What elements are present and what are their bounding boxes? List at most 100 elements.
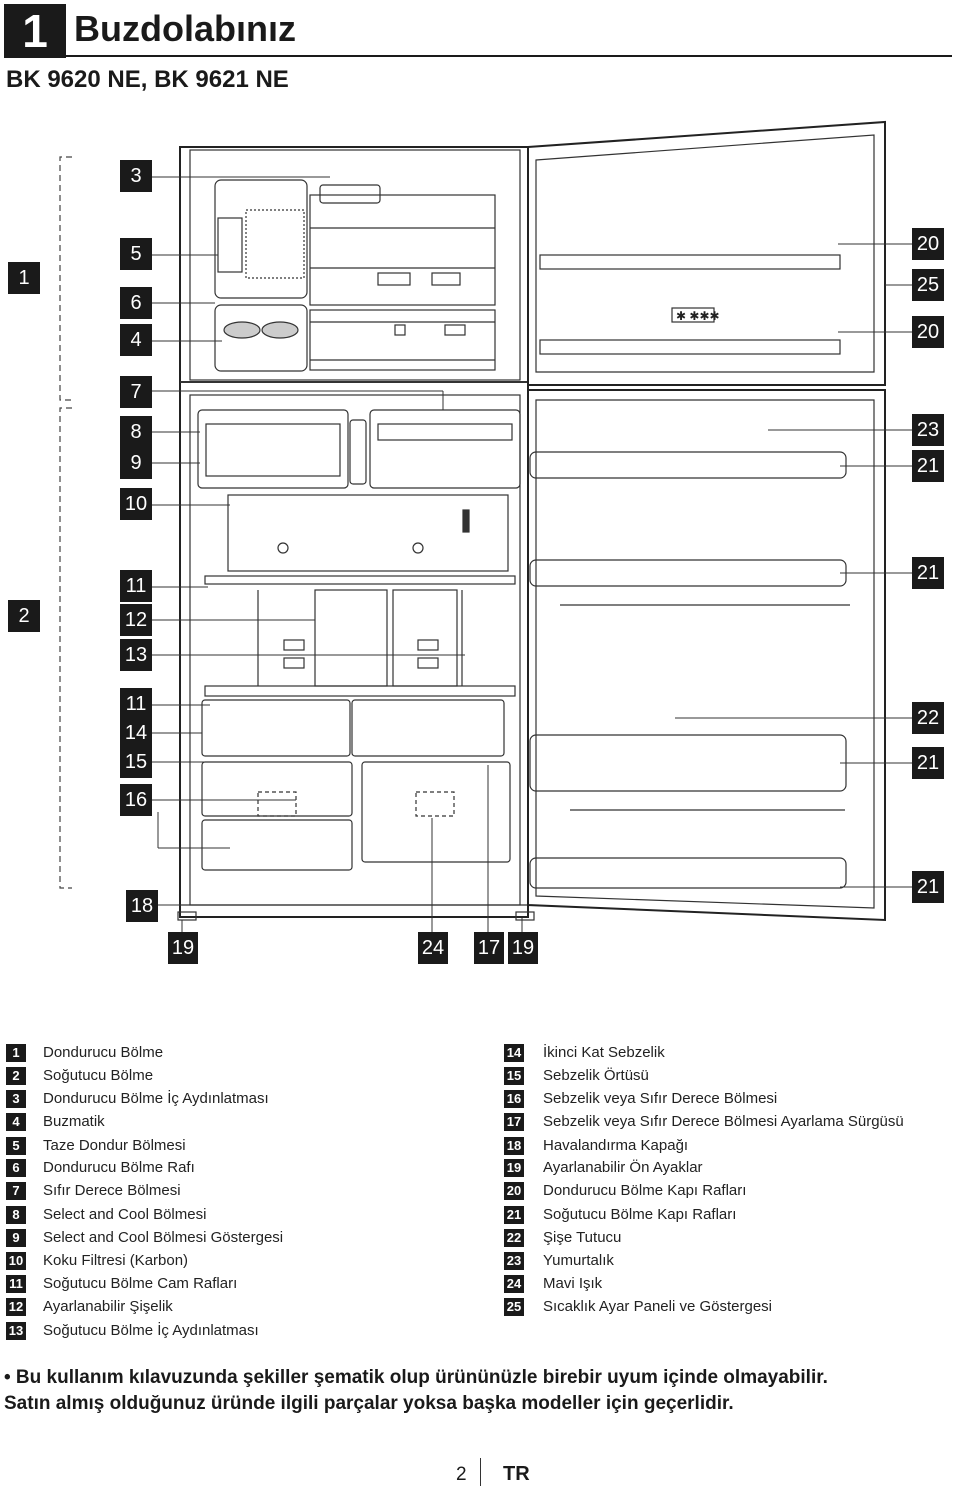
legend-num: 20: [504, 1182, 524, 1200]
legend-label: Taze Dondur Bölmesi: [43, 1137, 186, 1154]
legend-num: 15: [504, 1067, 524, 1085]
schematic-note-line2: Satın almış olduğunuz üründe ilgili parç…: [4, 1393, 734, 1414]
legend-label: Soğutucu Bölme Cam Rafları: [43, 1275, 238, 1292]
temperature-panel: [671, 307, 715, 323]
callout-22: 22: [912, 702, 944, 734]
legend-label: Select and Cool Bölmesi Göstergesi: [43, 1229, 284, 1246]
callout-11b: 11: [120, 688, 152, 720]
legend-label: Sıfır Derece Bölmesi: [43, 1182, 181, 1199]
callout-4: 4: [120, 324, 152, 356]
callout-16: 16: [120, 784, 152, 816]
legend-num: 12: [6, 1298, 26, 1316]
callout-5: 5: [120, 238, 152, 270]
callout-19a: 19: [168, 932, 198, 964]
legend-num: 16: [504, 1090, 524, 1108]
legend-label: Soğutucu Bölme: [43, 1067, 154, 1084]
callout-17: 17: [474, 932, 504, 964]
legend-num: 2: [6, 1067, 26, 1085]
callout-14: 14: [120, 717, 152, 749]
legend-label: Sebzelik veya Sıfır Derece Bölmesi Ayarl…: [543, 1113, 904, 1130]
legend-label: Soğutucu Bölme İç Aydınlatması: [43, 1322, 259, 1339]
legend-num: 10: [6, 1252, 26, 1270]
legend-label: Sıcaklık Ayar Paneli ve Göstergesi: [543, 1298, 772, 1315]
legend-num: 24: [504, 1275, 524, 1293]
callout-21b: 21: [912, 557, 944, 589]
legend-label: Select and Cool Bölmesi: [43, 1206, 207, 1223]
footer-divider: [480, 1458, 481, 1486]
freezer-interior: [214, 179, 496, 372]
callout-11a: 11: [120, 570, 152, 602]
legend-num: 1: [6, 1044, 26, 1062]
legend-num: 13: [6, 1322, 26, 1340]
callout-12: 12: [120, 604, 152, 636]
legend-label: Ayarlanabilir Ön Ayaklar: [543, 1159, 703, 1176]
legend-num: 11: [6, 1275, 26, 1293]
legend-label: Buzmatik: [43, 1113, 105, 1130]
legend-num: 6: [6, 1159, 26, 1177]
legend-label: Ayarlanabilir Şişelik: [43, 1298, 173, 1315]
legend-num: 22: [504, 1229, 524, 1247]
callout-6: 6: [120, 287, 152, 319]
callout-20b: 20: [912, 316, 944, 348]
legend-label: Sebzelik veya Sıfır Derece Bölmesi: [543, 1090, 778, 1107]
page-title: Buzdolabınız: [74, 8, 296, 49]
language-code: TR: [503, 1463, 530, 1485]
callout-8: 8: [120, 416, 152, 448]
legend-label: Dondurucu Bölme Kapı Rafları: [543, 1182, 747, 1199]
svg-text:✱ ✱✱✱: ✱ ✱✱✱: [676, 309, 720, 323]
callout-21d: 21: [912, 871, 944, 903]
legend-num: 17: [504, 1113, 524, 1131]
callout-9: 9: [120, 447, 152, 479]
fridge-interior: [177, 409, 535, 921]
legend-num: 3: [6, 1090, 26, 1108]
legend-label: Soğutucu Bölme Kapı Rafları: [543, 1206, 737, 1223]
callout-21a: 21: [912, 450, 944, 482]
callout-10: 10: [120, 488, 152, 520]
callout-18: 18: [126, 890, 158, 922]
callout-25: 25: [912, 269, 944, 301]
callout-15: 15: [120, 746, 152, 778]
legend-label: Havalandırma Kapağı: [543, 1137, 689, 1154]
callout-13: 13: [120, 639, 152, 671]
page-number: 2: [456, 1464, 467, 1485]
leader-lines: [148, 176, 912, 935]
legend-num: 8: [6, 1206, 26, 1224]
legend-num: 21: [504, 1206, 524, 1224]
legend-num: 5: [6, 1137, 26, 1155]
legend-label: Dondurucu Bölme: [43, 1044, 164, 1061]
legend-num: 14: [504, 1044, 524, 1062]
callout-7: 7: [120, 376, 152, 408]
legend-num: 9: [6, 1229, 26, 1247]
legend-num: 25: [504, 1298, 524, 1316]
schematic-note: • Bu kullanım kılavuzunda şekiller şemat…: [4, 1367, 828, 1388]
callout-1: 1: [8, 262, 40, 294]
fridge-door: [527, 389, 886, 922]
legend-num: 19: [504, 1159, 524, 1177]
freezer-door: ✱ ✱✱✱: [527, 120, 886, 386]
legend-label: Dondurucu Bölme İç Aydınlatması: [43, 1090, 269, 1107]
callout-3: 3: [120, 160, 152, 192]
callout-2: 2: [8, 600, 40, 632]
legend-num: 7: [6, 1182, 26, 1200]
callout-24: 24: [418, 932, 448, 964]
callout-20a: 20: [912, 228, 944, 260]
legend-label: Koku Filtresi (Karbon): [43, 1252, 189, 1269]
callout-21c: 21: [912, 747, 944, 779]
legend-num: 4: [6, 1113, 26, 1131]
legend-label: Şişe Tutucu: [543, 1229, 622, 1246]
legend-label: Yumurtalık: [543, 1252, 614, 1269]
model-names: BK 9620 NE, BK 9621 NE: [6, 66, 289, 93]
legend-num: 18: [504, 1137, 524, 1155]
callout-23: 23: [912, 414, 944, 446]
legend-label: Dondurucu Bölme Rafı: [43, 1159, 195, 1176]
legend-label: Sebzelik Örtüsü: [543, 1067, 649, 1084]
compartment-brackets: [59, 156, 72, 889]
section-number: 1: [4, 4, 66, 58]
legend-label: Mavi Işık: [543, 1275, 603, 1292]
legend-num: 23: [504, 1252, 524, 1270]
fridge-diagram: ✱ ✱✱✱: [59, 120, 912, 935]
legend-label: İkinci Kat Sebzelik: [543, 1044, 665, 1061]
title-rule: [66, 55, 952, 57]
callout-19b: 19: [508, 932, 538, 964]
cabinet-body: [179, 146, 529, 918]
